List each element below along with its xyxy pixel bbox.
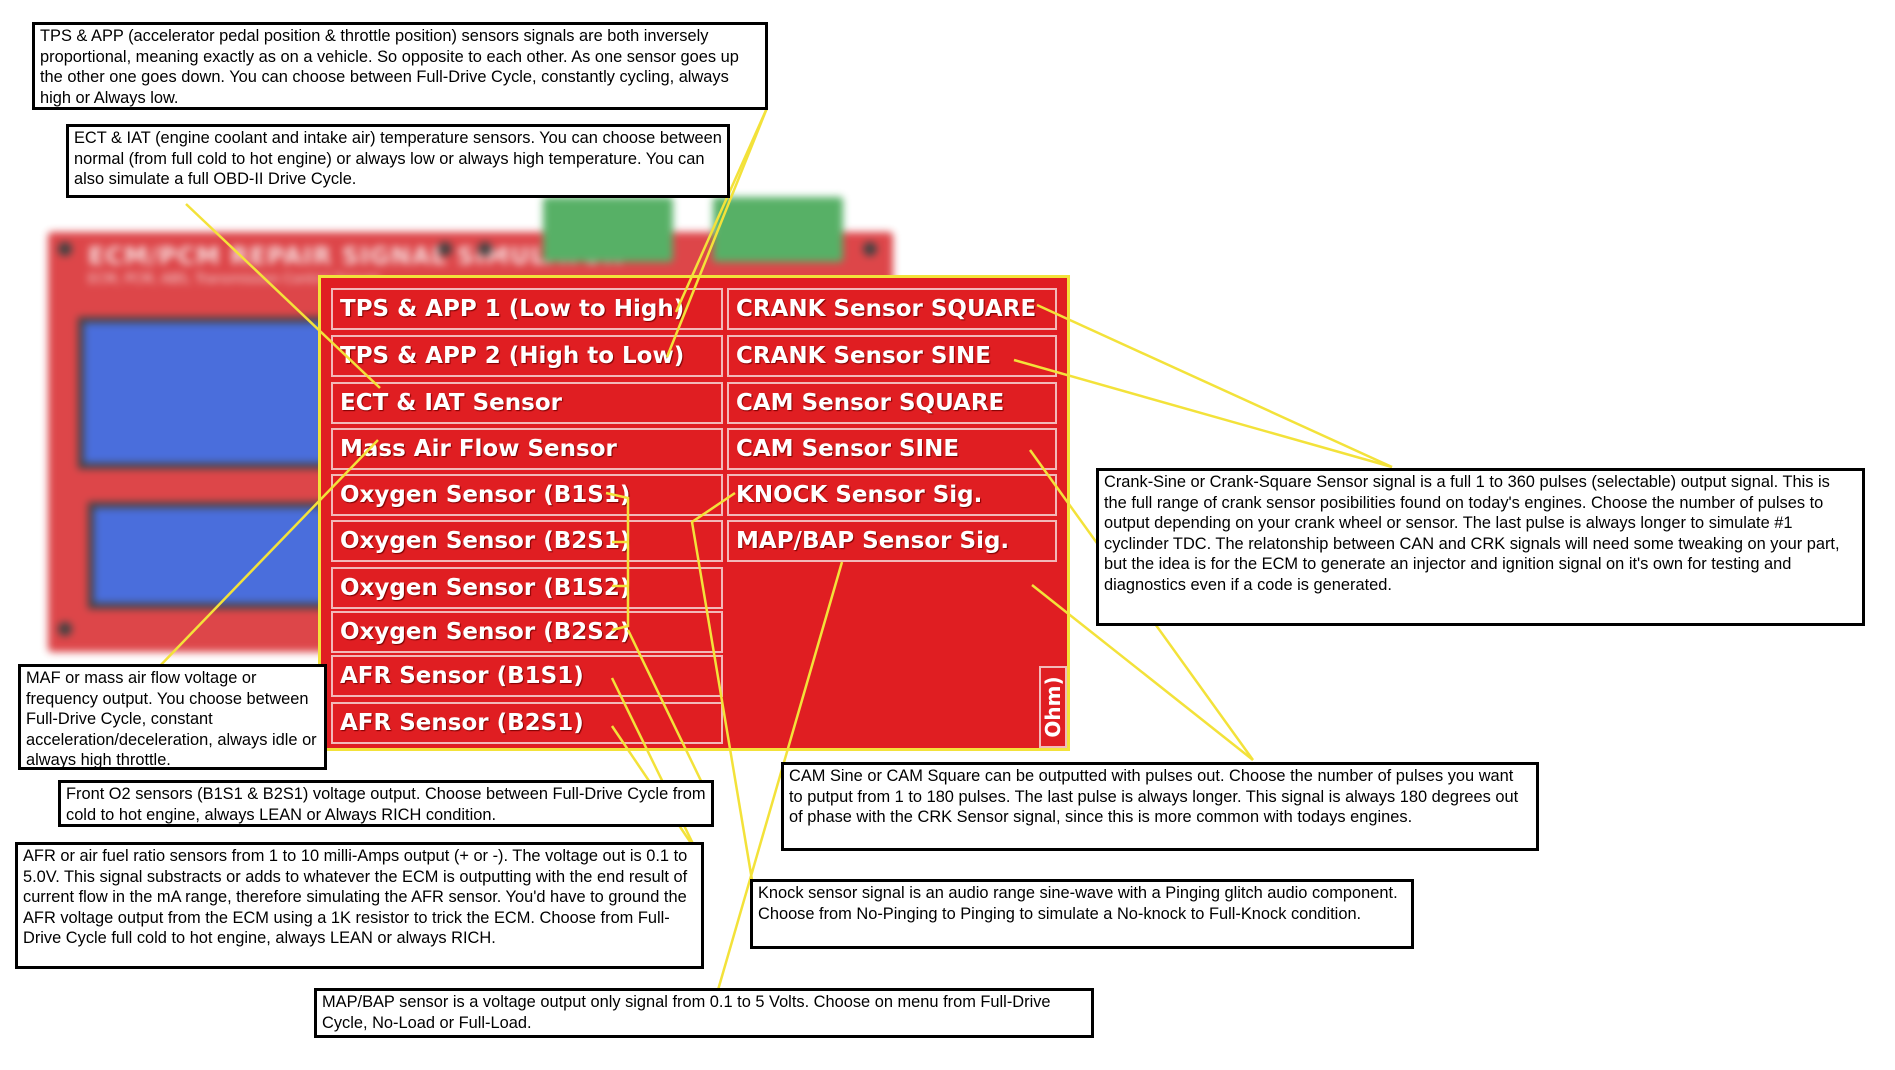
crank-sine-button[interactable]: CRANK Sensor SINE [727,335,1057,377]
maf-button[interactable]: Mass Air Flow Sensor [331,428,723,470]
maf-note: MAF or mass air flow voltage or frequenc… [18,664,327,770]
cam-sine-button[interactable]: CAM Sensor SINE [727,428,1057,470]
afr-b1s1-button[interactable]: AFR Sensor (B1S1) [331,655,723,697]
oxygen-b1s2-button[interactable]: Oxygen Sensor (B1S2) [331,567,723,609]
afr-note: AFR or air fuel ratio sensors from 1 to … [15,842,704,969]
leader-line-cam-square [1031,584,1254,761]
ect-note: ECT & IAT (engine coolant and intake air… [66,124,730,198]
screw-icon [58,242,72,256]
sensor-button-panel: TPS & APP 1 (Low to High) TPS & APP 2 (H… [318,275,1070,751]
o2-bracket [605,491,630,632]
leader-line-ect [185,203,381,389]
oxygen-b2s2-button[interactable]: Oxygen Sensor (B2S2) [331,611,723,653]
terminal-block-right [713,197,843,262]
oxygen-b1s1-button[interactable]: Oxygen Sensor (B1S1) [331,474,723,516]
ect-iat-button[interactable]: ECT & IAT Sensor [331,382,723,424]
ohm-button[interactable]: Ohm) [1039,666,1067,748]
screw-icon [438,242,452,256]
knock-button[interactable]: KNOCK Sensor Sig. [727,474,1057,516]
leader-line-map [716,561,844,991]
tps-app-2-button[interactable]: TPS & APP 2 (High to Low) [331,335,723,377]
device-subtitle: ECM, PCM, ABS, Transmission Control Sign… [88,272,382,287]
cam-square-button[interactable]: CAM Sensor SQUARE [727,382,1057,424]
leader-line-crank-sine [1013,358,1393,469]
device-title: ECM/PCM REPAIR SIGNAL SIMULATOR [88,242,623,270]
crank-square-button[interactable]: CRANK Sensor SQUARE [727,288,1057,330]
leader-line-crank-square [1036,303,1393,469]
knock-note: Knock sensor signal is an audio range si… [750,879,1414,949]
terminal-block-left [543,197,673,262]
tps-app-1-button[interactable]: TPS & APP 1 (Low to High) [331,288,723,330]
lcd-screen-small [88,502,340,609]
leader-line-o2 [626,629,706,788]
oxygen-b2s1-button[interactable]: Oxygen Sensor (B2S1) [331,520,723,562]
leader-line-maf [155,439,379,671]
map-note: MAP/BAP sensor is a voltage output only … [314,988,1094,1038]
o2-note: Front O2 sensors (B1S1 & B2S1) voltage o… [58,780,714,827]
leader-line-tps1 [674,107,769,313]
cam-note: CAM Sine or CAM Square can be outputted … [781,762,1539,851]
leader-line-tps2 [665,107,769,358]
leader-line-knock [690,491,754,881]
screw-icon [478,242,492,256]
afr-b2s1-button[interactable]: AFR Sensor (B2S1) [331,702,723,744]
map-bap-button[interactable]: MAP/BAP Sensor Sig. [727,520,1057,562]
tps-note: TPS & APP (accelerator pedal position & … [32,22,768,110]
screw-icon [863,242,877,256]
crank-note: Crank-Sine or Crank-Square Sensor signal… [1096,468,1865,626]
screw-icon [58,622,72,636]
